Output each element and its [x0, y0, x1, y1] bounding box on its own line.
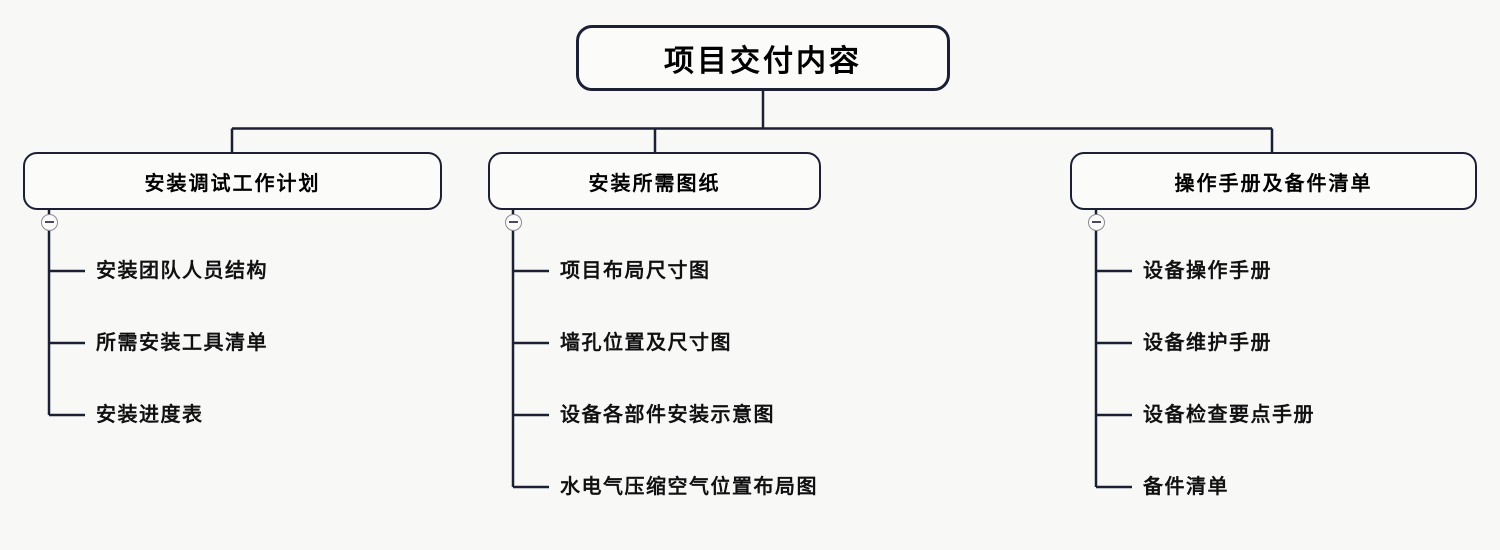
leaf-item-2-3[interactable]: 设备各部件安装示意图: [560, 404, 775, 426]
leaf-item-2-2[interactable]: 墙孔位置及尺寸图: [560, 332, 732, 354]
leaf-item-3-1[interactable]: 设备操作手册: [1143, 260, 1272, 282]
branch-node-2-label: 安装所需图纸: [588, 172, 721, 195]
branch-node-1[interactable]: 安装调试工作计划: [23, 152, 442, 210]
collapse-minus-icon-branch-1[interactable]: [40, 213, 58, 231]
leaf-item-3-3[interactable]: 设备检查要点手册: [1143, 404, 1315, 426]
leaf-item-1-2[interactable]: 所需安装工具清单: [96, 332, 268, 354]
root-node[interactable]: 项目交付内容: [576, 25, 950, 91]
leaf-item-3-4[interactable]: 备件清单: [1143, 476, 1229, 498]
branch-node-3-label: 操作手册及备件清单: [1174, 172, 1373, 195]
leaf-item-2-1[interactable]: 项目布局尺寸图: [560, 260, 711, 282]
leaf-item-1-1[interactable]: 安装团队人员结构: [96, 260, 268, 282]
collapse-minus-icon-branch-3[interactable]: [1087, 213, 1105, 231]
leaf-item-3-2[interactable]: 设备维护手册: [1143, 332, 1272, 354]
leaf-item-2-4[interactable]: 水电气压缩空气位置布局图: [560, 476, 818, 498]
root-node-label: 项目交付内容: [664, 45, 862, 78]
collapse-minus-icon-branch-2[interactable]: [504, 213, 522, 231]
branch-node-2[interactable]: 安装所需图纸: [488, 152, 821, 210]
branch-node-1-label: 安装调试工作计划: [144, 172, 321, 195]
leaf-item-1-3[interactable]: 安装进度表: [96, 404, 204, 426]
branch-node-3[interactable]: 操作手册及备件清单: [1070, 152, 1477, 210]
